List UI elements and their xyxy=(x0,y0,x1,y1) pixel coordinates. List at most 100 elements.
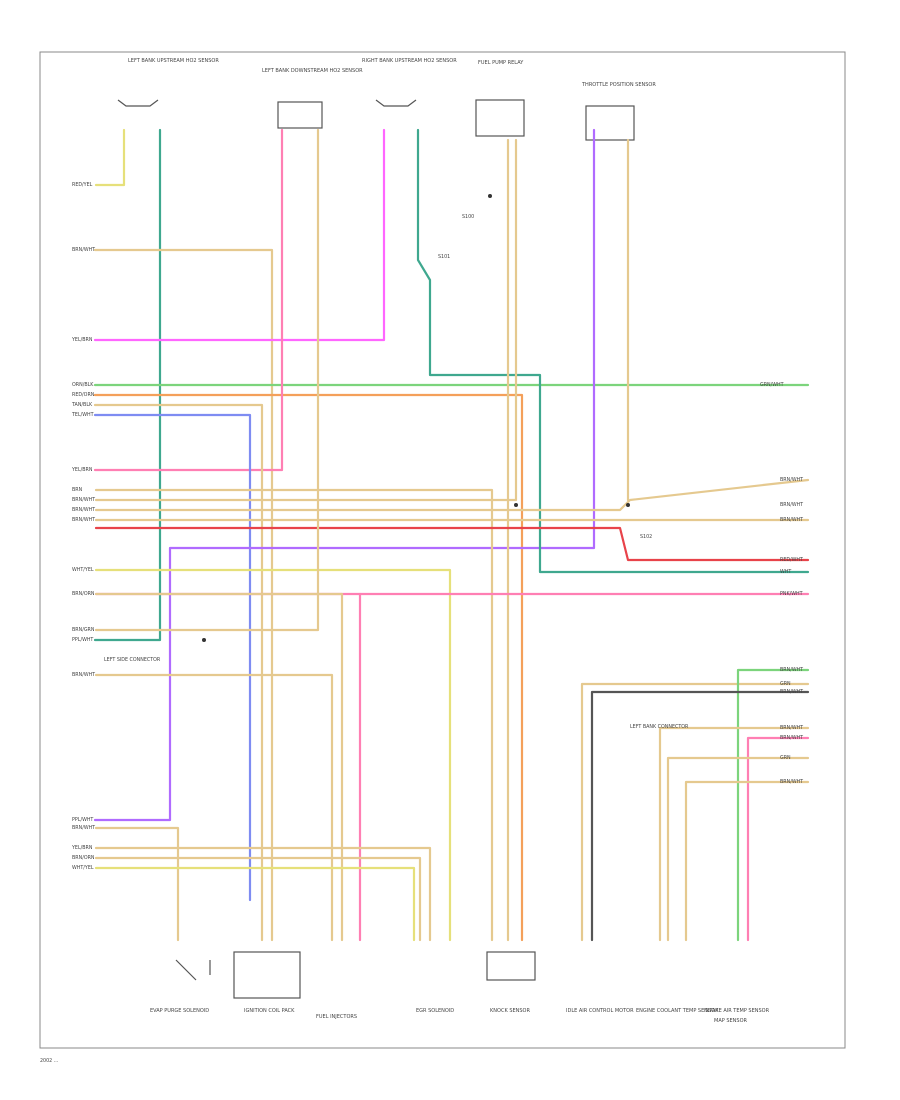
svg-text:EVAP PURGE SOLENOID: EVAP PURGE SOLENOID xyxy=(150,1008,209,1014)
svg-text:BRN: BRN xyxy=(72,487,83,493)
svg-text:PNK/WHT: PNK/WHT xyxy=(780,591,803,597)
bottom-components: EVAP PURGE SOLENOID IGNITION COIL PACK F… xyxy=(150,951,770,1024)
wire-ect-3 xyxy=(666,756,810,942)
svg-text:S100: S100 xyxy=(462,214,474,220)
bottom-component-iac: IDLE AIR CONTROL MOTOR xyxy=(566,1008,634,1014)
svg-text:YEL/BRN: YEL/BRN xyxy=(71,467,93,473)
svg-text:FUEL INJECTORS: FUEL INJECTORS xyxy=(316,1014,357,1020)
svg-text:GRN: GRN xyxy=(780,681,791,687)
svg-text:MAP SENSOR: MAP SENSOR xyxy=(714,1018,748,1024)
svg-text:WHT: WHT xyxy=(780,569,791,575)
svg-text:YEL/BRN: YEL/BRN xyxy=(71,337,93,343)
wire-brn-orn-bot xyxy=(94,856,422,942)
wires xyxy=(93,128,810,942)
bottom-component-egr: EGR SOLENOID xyxy=(416,1008,454,1014)
svg-text:BRN/WHT: BRN/WHT xyxy=(72,247,95,253)
bottom-component-ect: ENGINE COOLANT TEMP SENSOR xyxy=(636,1008,719,1014)
svg-text:RED/WHT: RED/WHT xyxy=(780,557,803,563)
wire-ect-1 xyxy=(658,726,810,942)
bottom-component-iat: INTAKE AIR TEMP SENSOR xyxy=(704,1008,770,1014)
svg-text:BRN/WHT: BRN/WHT xyxy=(780,517,803,523)
bottom-component-injectors: FUEL INJECTORS xyxy=(316,1014,357,1020)
svg-text:LEFT BANK UPSTREAM HO2 SENSOR: LEFT BANK UPSTREAM HO2 SENSOR xyxy=(128,58,219,64)
svg-text:S101: S101 xyxy=(438,254,450,260)
right-labels: GRN/WHT BRN/WHT BRN/WHT BRN/WHT RED/WHT … xyxy=(760,382,803,785)
svg-text:EGR SOLENOID: EGR SOLENOID xyxy=(416,1008,454,1014)
svg-text:BRN/WHT: BRN/WHT xyxy=(780,502,803,508)
svg-text:BRN/WHT: BRN/WHT xyxy=(72,672,95,678)
svg-text:THROTTLE POSITION SENSOR: THROTTLE POSITION SENSOR xyxy=(581,82,656,88)
svg-text:FUEL PUMP RELAY: FUEL PUMP RELAY xyxy=(478,60,524,66)
wire-teal xyxy=(93,128,162,642)
svg-text:BRN/WHT: BRN/WHT xyxy=(72,497,95,503)
svg-text:PPL/WHT: PPL/WHT xyxy=(72,817,93,823)
wire-evap xyxy=(94,826,180,942)
svg-text:BRN/WHT: BRN/WHT xyxy=(72,507,95,513)
wire-iac-3 xyxy=(590,690,810,942)
svg-text:YEL/BRN: YEL/BRN xyxy=(71,845,93,851)
top-component-throttle-position: THROTTLE POSITION SENSOR xyxy=(581,82,656,141)
svg-text:PPL/WHT: PPL/WHT xyxy=(72,637,93,643)
svg-text:LEFT BANK DOWNSTREAM HO2 SENSO: LEFT BANK DOWNSTREAM HO2 SENSOR xyxy=(262,68,363,74)
wire-iac-1 xyxy=(580,682,810,942)
svg-text:LEFT SIDE CONNECTOR: LEFT SIDE CONNECTOR xyxy=(104,657,161,663)
bottom-component-knock: KNOCK SENSOR xyxy=(486,951,536,1014)
wire-ect-2 xyxy=(746,736,810,942)
svg-text:BRN/ORN: BRN/ORN xyxy=(72,591,95,597)
svg-text:WHT/YEL: WHT/YEL xyxy=(72,567,94,573)
svg-text:BRN/WHT: BRN/WHT xyxy=(780,735,803,741)
svg-text:BRN/WHT: BRN/WHT xyxy=(780,779,803,785)
wire-inj-1 xyxy=(94,592,344,942)
wire-pink-1 xyxy=(93,128,284,472)
svg-text:INTAKE AIR TEMP SENSOR: INTAKE AIR TEMP SENSOR xyxy=(704,1008,770,1014)
wire-teal-2 xyxy=(416,128,810,574)
bottom-component-evap: EVAP PURGE SOLENOID xyxy=(150,959,211,1014)
top-component-left-downstream-o2: LEFT BANK DOWNSTREAM HO2 SENSOR xyxy=(262,68,363,129)
left-labels: RED/YEL BRN/WHT YEL/BRN ORN/BLK RED/ORN … xyxy=(71,182,161,871)
svg-text:GRN: GRN xyxy=(780,755,791,761)
svg-text:BRN/GRN: BRN/GRN xyxy=(72,627,95,633)
wire-yel-brn-magenta xyxy=(93,128,386,342)
svg-text:IDLE AIR CONTROL MOTOR: IDLE AIR CONTROL MOTOR xyxy=(566,1008,634,1014)
svg-text:BRN/WHT: BRN/WHT xyxy=(72,825,95,831)
wire-yel-brn-bot xyxy=(94,846,432,942)
svg-text:RED/ORN: RED/ORN xyxy=(72,392,95,398)
splice-labels: S100 S101 S102 LEFT BANK CONNECTOR xyxy=(202,194,689,730)
wire-wht-yel xyxy=(94,568,452,942)
wire-wht-yel-bot xyxy=(94,866,416,942)
svg-text:LEFT BANK CONNECTOR: LEFT BANK CONNECTOR xyxy=(630,724,689,730)
svg-text:TAN/BLK: TAN/BLK xyxy=(71,402,93,408)
wire-red-long xyxy=(94,526,810,562)
svg-text:BRN/WHT: BRN/WHT xyxy=(780,477,803,483)
svg-text:RED/YEL: RED/YEL xyxy=(72,182,93,188)
svg-text:BRN/ORN: BRN/ORN xyxy=(72,855,95,861)
top-component-left-upstream-o2: LEFT BANK UPSTREAM HO2 SENSOR xyxy=(117,58,219,107)
top-component-fuel-pump-relay: FUEL PUMP RELAY xyxy=(475,60,525,137)
wire-iac-2 xyxy=(736,668,810,942)
svg-text:ORN/BLK: ORN/BLK xyxy=(72,382,94,388)
svg-text:TEL/WHT: TEL/WHT xyxy=(71,412,94,418)
svg-text:BRN/WHT: BRN/WHT xyxy=(780,667,803,673)
wire-red-orn xyxy=(93,393,524,942)
wire-tan-2 xyxy=(93,403,264,942)
wire-tan-right-1 xyxy=(94,488,494,942)
wire-brn-wht-1 xyxy=(93,248,274,942)
wire-iat xyxy=(684,780,810,942)
svg-text:IGNITION COIL PACK: IGNITION COIL PACK xyxy=(244,1008,295,1014)
wire-blue xyxy=(93,413,252,902)
wire-inj-2 xyxy=(94,128,320,632)
wire-violet xyxy=(93,128,596,822)
wire-red-yel xyxy=(94,128,126,187)
page-label: 2002 ... xyxy=(40,1058,58,1064)
svg-text:ENGINE COOLANT TEMP SENSOR: ENGINE COOLANT TEMP SENSOR xyxy=(636,1008,719,1014)
svg-text:KNOCK SENSOR: KNOCK SENSOR xyxy=(490,1008,530,1014)
top-component-right-upstream-o2: RIGHT BANK UPSTREAM HO2 SENSOR xyxy=(362,58,457,107)
svg-text:GRN/WHT: GRN/WHT xyxy=(760,382,784,388)
svg-text:BRN/WHT: BRN/WHT xyxy=(780,689,803,695)
wire-tan-right-2 xyxy=(94,478,810,512)
wire-fp-2 xyxy=(94,138,518,502)
svg-text:BRN/WHT: BRN/WHT xyxy=(780,725,803,731)
bottom-component-map: MAP SENSOR xyxy=(714,1018,748,1024)
wire-inj-3 xyxy=(94,673,334,942)
